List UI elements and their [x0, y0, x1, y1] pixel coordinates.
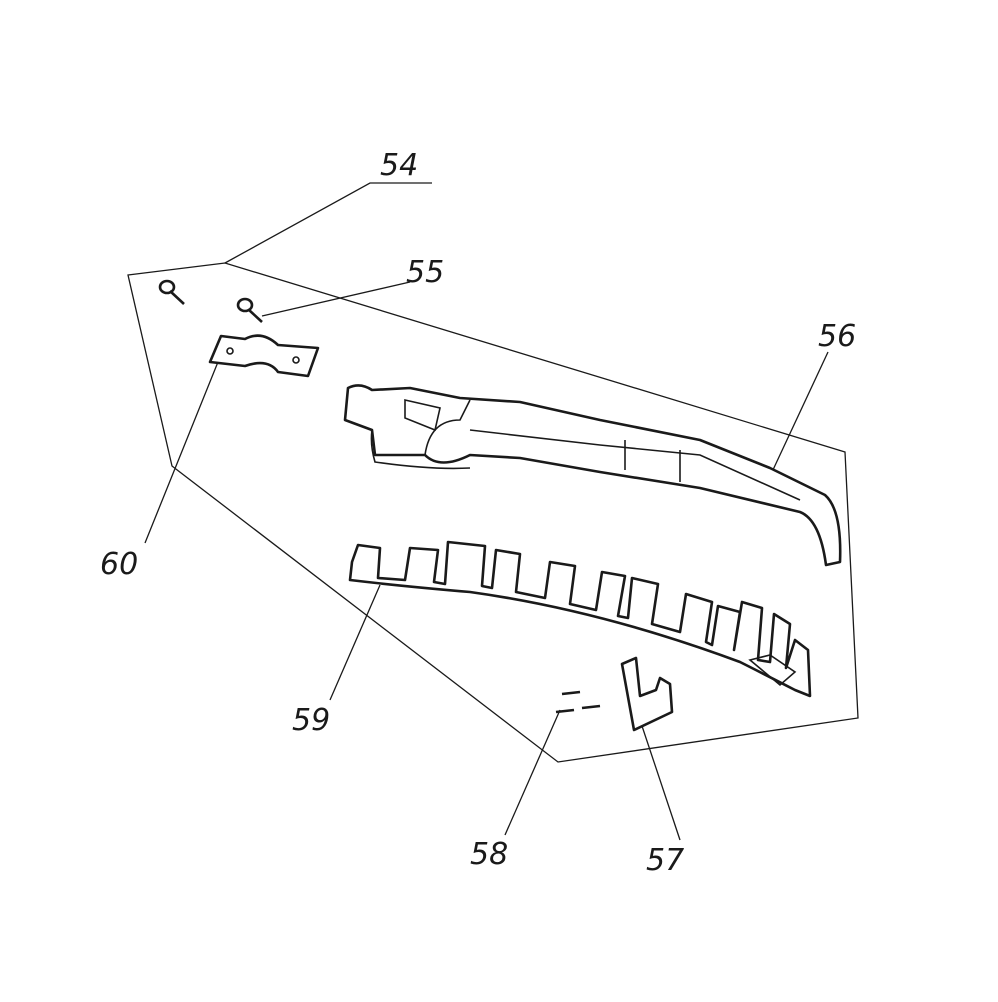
leader-60: [144, 351, 223, 544]
callout-57: 57: [646, 843, 684, 878]
leader-57: [639, 719, 681, 841]
callout-55: 55: [406, 255, 444, 290]
clamp-part-60: [208, 334, 320, 378]
leader-54: [224, 182, 432, 264]
leader-55: [261, 281, 411, 317]
callout-56: 56: [818, 319, 856, 354]
callout-60: 60: [100, 547, 138, 582]
toothed-guide-part-59: [348, 540, 812, 698]
leader-59: [329, 584, 381, 701]
leader-58: [504, 709, 561, 836]
callout-59: 59: [292, 703, 330, 738]
screw-part-55: [158, 279, 263, 323]
pins-part-58: [555, 690, 601, 714]
callout-58: 58: [470, 837, 508, 872]
callout-54: 54: [380, 148, 418, 183]
bracket-part-57: [620, 656, 674, 732]
chain-guide-part-56: [343, 384, 842, 567]
leader-56: [771, 351, 829, 473]
